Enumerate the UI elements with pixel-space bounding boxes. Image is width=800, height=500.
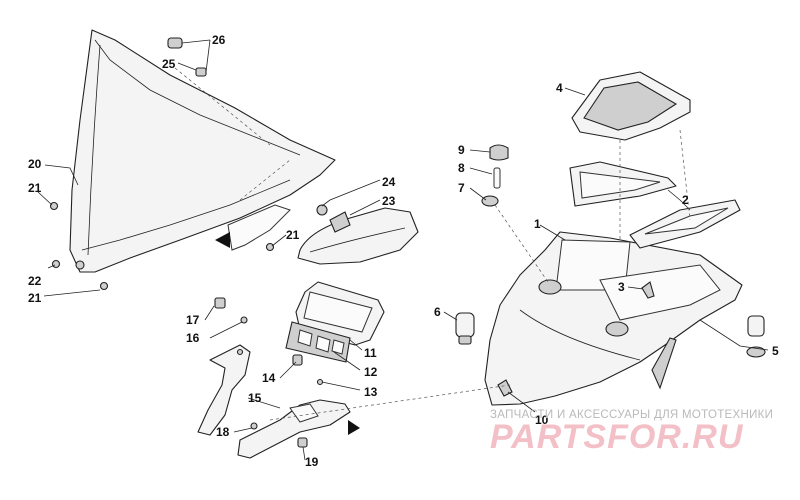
mounting-bracket-lower — [237, 399, 351, 459]
leader-lines — [37, 39, 769, 461]
socket-5 — [746, 315, 766, 358]
callout-labels: 26 25 20 21 22 21 21 24 23 4 9 8 7 2 1 3… — [28, 33, 779, 469]
callout-9: 9 — [458, 143, 465, 157]
direction-arrow-left — [215, 232, 230, 248]
callout-21a: 21 — [28, 181, 42, 195]
callout-25: 25 — [162, 57, 176, 71]
watermark-caption: ЗАПЧАСТИ И АКСЕССУАРЫ ДЛЯ МОТОТЕХНИКИ — [490, 409, 773, 421]
callout-15: 15 — [248, 391, 262, 405]
callout-21c: 21 — [28, 291, 42, 305]
windshield-bracket — [227, 204, 291, 251]
callout-4: 4 — [556, 81, 563, 95]
watermark-logo: PARTSFOR.RU — [490, 418, 744, 456]
direction-arrow-right — [348, 420, 360, 435]
callout-6: 6 — [434, 305, 441, 319]
callout-20: 20 — [28, 157, 42, 171]
callout-11: 11 — [364, 346, 377, 360]
callout-10: 10 — [535, 413, 549, 427]
callout-8: 8 — [458, 161, 465, 175]
callout-21b: 21 — [286, 228, 300, 242]
hardware-brackets — [214, 297, 324, 448]
switch-stack — [481, 144, 509, 207]
callout-22: 22 — [28, 274, 42, 288]
callout-7: 7 — [458, 181, 465, 195]
callout-18: 18 — [216, 425, 230, 439]
vent-cover-left — [569, 161, 677, 207]
switch-6 — [455, 312, 475, 345]
callout-13: 13 — [364, 385, 378, 399]
callout-14: 14 — [262, 371, 276, 385]
callout-17: 17 — [186, 313, 200, 327]
callout-26: 26 — [212, 33, 226, 47]
callout-1: 1 — [534, 217, 541, 231]
vent-grille — [571, 71, 691, 141]
headlight-cover — [297, 207, 419, 265]
windshield — [69, 29, 336, 273]
callout-19: 19 — [305, 455, 319, 469]
hood-fairing — [484, 231, 743, 406]
hardware-top — [49, 37, 328, 291]
mounting-bracket-upper — [197, 344, 251, 436]
callout-3: 3 — [618, 280, 625, 294]
vent-cover-right — [629, 199, 741, 249]
callout-16: 16 — [186, 331, 200, 345]
callout-2: 2 — [682, 193, 689, 207]
callout-23: 23 — [382, 194, 396, 208]
watermark: ЗАПЧАСТИ И АКСЕССУАРЫ ДЛЯ МОТОТЕХНИКИ PA… — [490, 409, 773, 456]
callout-5: 5 — [772, 344, 779, 358]
callout-12: 12 — [364, 365, 378, 379]
callout-24: 24 — [382, 175, 396, 189]
